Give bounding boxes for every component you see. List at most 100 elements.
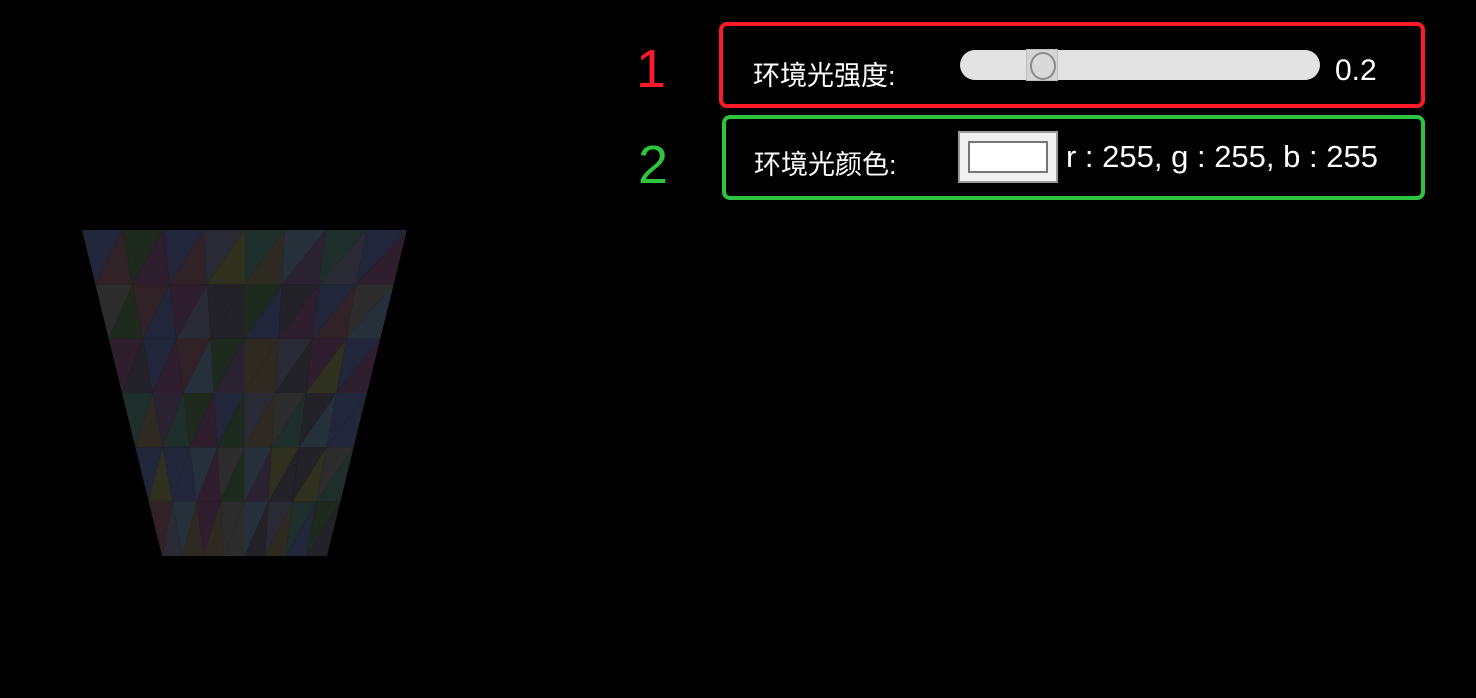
cup-mesh-triangle bbox=[305, 338, 347, 393]
cup-mesh-triangle bbox=[244, 501, 269, 556]
cup-mesh-triangle bbox=[162, 447, 190, 502]
cup-mesh-triangle bbox=[285, 501, 317, 556]
cup-mesh-triangle bbox=[326, 393, 367, 448]
cup-mesh-triangle bbox=[135, 447, 163, 502]
cup-mesh-triangle bbox=[210, 338, 245, 393]
annotation-number-2: 2 bbox=[638, 135, 669, 195]
cup-mesh-triangle bbox=[278, 284, 320, 339]
cup-mesh-triangle bbox=[312, 284, 357, 339]
slider-thumb[interactable] bbox=[1025, 49, 1058, 81]
annotation-number-1: 1 bbox=[636, 39, 667, 99]
cup-mesh-triangle bbox=[108, 338, 143, 393]
cup-mesh-triangle bbox=[122, 338, 153, 393]
cup-mesh-triangle bbox=[346, 284, 394, 339]
cup-mesh-triangle bbox=[182, 501, 204, 556]
cup-mesh-triangle bbox=[183, 338, 214, 393]
cup-mesh-triangle bbox=[281, 230, 326, 285]
cup-mesh-triangle bbox=[135, 393, 163, 448]
cup-mesh-triangle bbox=[299, 393, 337, 448]
cup-mesh-triangle bbox=[203, 230, 245, 285]
cup-mesh-triangle bbox=[275, 338, 313, 393]
cup-mesh-triangle bbox=[265, 501, 293, 556]
cup-mesh-triangle bbox=[152, 338, 184, 393]
cup-mesh-triangle bbox=[316, 447, 354, 502]
cup-mesh-triangle bbox=[95, 284, 133, 339]
cup-mesh-triangle bbox=[169, 230, 208, 285]
cup-mesh-triangle bbox=[305, 338, 347, 393]
cup-mesh-triangle bbox=[319, 230, 367, 285]
cup-mesh-triangle bbox=[265, 501, 293, 556]
cup-mesh-triangle bbox=[210, 284, 245, 339]
ambient-intensity-label: 环境光强度: bbox=[753, 61, 896, 91]
cup-mesh-triangle bbox=[82, 230, 123, 285]
cup-mesh-triangle bbox=[189, 393, 218, 448]
cup-mesh-triangle bbox=[336, 338, 381, 393]
cup-mesh-triangle bbox=[148, 501, 173, 556]
cup-mesh-triangle bbox=[306, 501, 341, 556]
cup-mesh-triangle bbox=[196, 501, 221, 556]
cup-mesh-triangle bbox=[356, 230, 407, 285]
cup-mesh-triangle bbox=[306, 501, 341, 556]
cup-mesh-triangle bbox=[122, 230, 164, 285]
cup-mesh-triangle bbox=[346, 284, 394, 339]
cup-mesh-triangle bbox=[244, 393, 276, 448]
cup-mesh-triangle bbox=[244, 284, 282, 339]
cup-mesh-triangle bbox=[356, 230, 407, 285]
cup-mesh-triangle bbox=[217, 447, 245, 502]
cup-mesh-triangle bbox=[244, 338, 279, 393]
cup-mesh-triangle bbox=[326, 393, 367, 448]
cup-mesh-triangle bbox=[95, 230, 133, 285]
cup-mesh-triangle bbox=[142, 338, 177, 393]
cup-mesh-triangle bbox=[244, 447, 272, 502]
cup-mesh-triangle bbox=[285, 501, 317, 556]
cup-mesh-triangle bbox=[336, 338, 381, 393]
cup-mesh-triangle bbox=[281, 230, 326, 285]
cup-mesh-triangle bbox=[220, 501, 245, 556]
cup-mesh-triangle bbox=[244, 338, 279, 393]
color-swatch bbox=[968, 141, 1048, 173]
cup-mesh-triangle bbox=[108, 284, 143, 339]
cup-mesh-triangle bbox=[292, 447, 327, 502]
ambient-color-label: 环境光颜色: bbox=[754, 150, 897, 180]
ambient-intensity-panel: 环境光强度: 0.2 bbox=[719, 22, 1425, 108]
cup-mesh-triangle bbox=[220, 447, 245, 502]
cup-mesh-triangle bbox=[172, 447, 197, 502]
cup-mesh-triangle bbox=[148, 447, 173, 502]
cup-mesh-triangle bbox=[217, 393, 245, 448]
cup-mesh-triangle bbox=[213, 393, 245, 448]
cup-mesh-triangle bbox=[244, 230, 286, 285]
cup-mesh-triangle bbox=[316, 447, 354, 502]
cup-mesh-triangle bbox=[163, 230, 204, 285]
cup-mesh-triangle bbox=[213, 338, 245, 393]
cup-mesh-triangle bbox=[312, 284, 357, 339]
cup-mesh-triangle bbox=[244, 501, 269, 556]
cup-mesh-triangle bbox=[244, 230, 286, 285]
cup-mesh-triangle bbox=[271, 393, 306, 448]
cup-mesh-triangle bbox=[132, 230, 170, 285]
cup-mesh-triangle bbox=[196, 447, 221, 502]
cup-mesh-triangle bbox=[169, 284, 208, 339]
cup-mesh-triangle bbox=[268, 447, 300, 502]
cup-mesh-triangle bbox=[223, 501, 245, 556]
cup-mesh-triangle bbox=[142, 284, 177, 339]
cup-mesh-triangle bbox=[162, 393, 190, 448]
cup-mesh-triangle bbox=[203, 501, 224, 556]
cup-mesh-triangle bbox=[122, 393, 153, 448]
cup-mesh-triangle bbox=[172, 501, 197, 556]
ambient-color-picker[interactable] bbox=[958, 131, 1058, 183]
cup-mesh-triangle bbox=[292, 447, 327, 502]
ambient-color-panel: 环境光颜色: r : 255, g : 255, b : 255 bbox=[722, 115, 1425, 200]
cup-mesh-triangle bbox=[271, 393, 306, 448]
cup-mesh-triangle bbox=[207, 230, 245, 285]
cup-mesh-triangle bbox=[299, 393, 337, 448]
ambient-intensity-value: 0.2 bbox=[1335, 54, 1377, 87]
cup-mesh-triangle bbox=[244, 284, 282, 339]
ambient-intensity-slider[interactable] bbox=[960, 49, 1320, 81]
cup-mesh-triangle bbox=[319, 230, 367, 285]
cup-mesh-triangle bbox=[152, 393, 184, 448]
cup-mesh-triangle bbox=[183, 393, 214, 448]
cup-mesh-triangle bbox=[275, 338, 313, 393]
ambient-color-rgb-text: r : 255, g : 255, b : 255 bbox=[1066, 139, 1378, 174]
cup-mesh-triangle bbox=[132, 284, 170, 339]
